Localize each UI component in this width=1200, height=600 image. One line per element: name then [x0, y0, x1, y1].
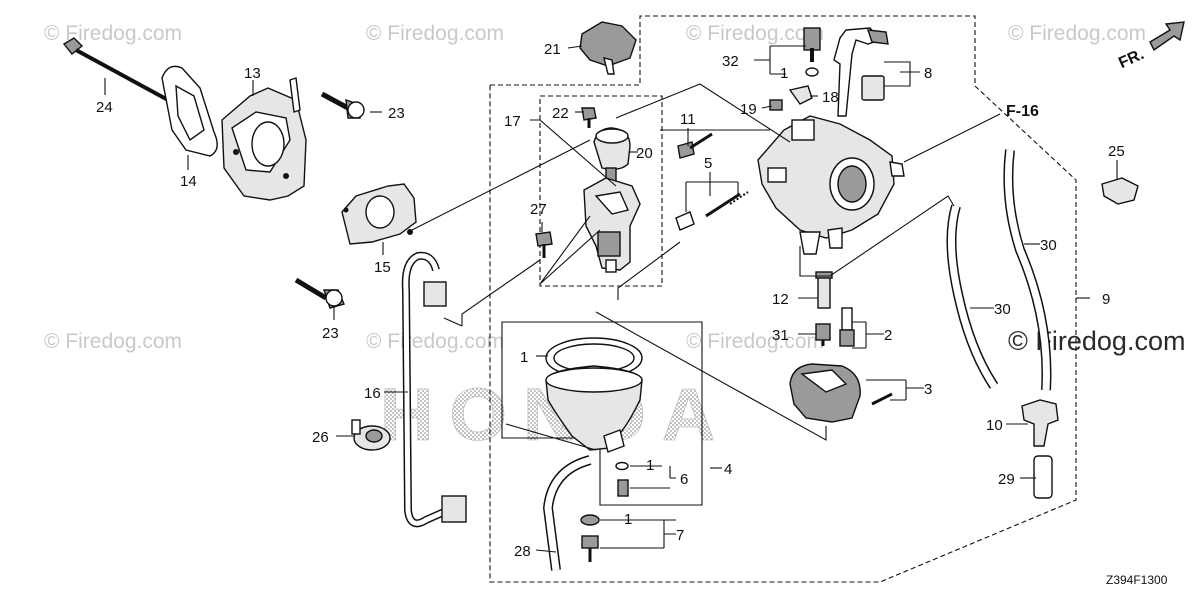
callout-1-bottom: 1	[624, 511, 632, 528]
callout-24: 24	[96, 99, 113, 116]
callout-26: 26	[312, 429, 329, 446]
callout-30-right: 30	[1040, 237, 1057, 254]
callout-27: 27	[530, 201, 547, 218]
part-28-drain-tube[interactable]	[542, 455, 592, 571]
callout-8: 8	[924, 65, 932, 82]
callout-17: 17	[504, 113, 521, 130]
callout-7: 7	[676, 527, 684, 544]
part-24-long-bolt[interactable]	[62, 37, 169, 102]
part-17-auto-choke-body[interactable]	[583, 177, 641, 273]
watermark-text: © Firedog.com	[44, 22, 183, 45]
part-5-jet-set[interactable]	[675, 191, 749, 231]
callout-10: 10	[986, 417, 1003, 434]
part-26-clip[interactable]	[351, 419, 391, 451]
part-6-drain-screw[interactable]	[617, 479, 629, 497]
callout-12: 12	[772, 291, 789, 308]
callout-15: 15	[374, 259, 391, 276]
part-31-jet[interactable]	[815, 323, 831, 346]
callout-1-drain: 1	[646, 457, 654, 474]
part-22-screw[interactable]	[581, 107, 597, 128]
group-box-17	[539, 95, 663, 287]
callout-28: 28	[514, 543, 531, 560]
part-4-float-chamber[interactable]	[545, 365, 643, 453]
callout-9: 9	[1102, 291, 1110, 308]
part-1-washer-bottom[interactable]	[580, 514, 600, 526]
callout-6: 6	[680, 471, 688, 488]
part-16-breather-tube[interactable]	[401, 251, 467, 528]
callout-5: 5	[704, 155, 712, 172]
ref-f16: F-16	[1006, 103, 1039, 120]
part-13-carb-insulator[interactable]	[221, 77, 307, 201]
part-20-solenoid[interactable]	[593, 127, 631, 183]
diagram-code: Z394F1300	[1106, 573, 1168, 587]
part-30-fuel-tube-short[interactable]	[946, 204, 999, 389]
part-1-bowl-gasket[interactable]	[545, 337, 643, 379]
watermark-text: © Firedog.com	[1008, 22, 1147, 45]
part-30-fuel-tube-long[interactable]	[1003, 149, 1052, 391]
fr-label: FR.	[1116, 46, 1146, 72]
part-11-screw[interactable]	[677, 132, 713, 159]
callout-18: 18	[822, 89, 839, 106]
callout-21: 21	[544, 41, 561, 58]
callout-30-left: 30	[994, 301, 1011, 318]
assembly-border	[489, 15, 1077, 583]
watermark-text: © Firedog.com	[686, 330, 825, 353]
part-8-choke-lever[interactable]	[833, 27, 889, 117]
callout-1-gasket: 1	[520, 349, 528, 366]
part-19-spring[interactable]	[769, 99, 783, 111]
watermark-text: © Firedog.com	[686, 22, 825, 45]
callout-4: 4	[724, 461, 732, 478]
callout-3: 3	[924, 381, 932, 398]
callout-11: 11	[680, 111, 696, 128]
part-27-screw[interactable]	[535, 231, 553, 258]
watermark-text: © Firedog.com	[1008, 326, 1186, 356]
front-direction-indicator: FR.	[1116, 21, 1185, 72]
callout-16: 16	[364, 385, 381, 402]
callout-22: 22	[552, 105, 569, 122]
front-arrow-icon	[1149, 21, 1185, 52]
callout-25: 25	[1108, 143, 1125, 160]
part-12-main-nozzle[interactable]	[815, 271, 833, 309]
part-7-screw[interactable]	[581, 535, 599, 562]
part-1-o-ring-top[interactable]	[805, 67, 819, 77]
part-14-insulator-gasket[interactable]	[161, 65, 218, 157]
callout-20: 20	[636, 145, 653, 162]
watermark-text: © Firedog.com	[366, 22, 505, 45]
part-10-tube-joint[interactable]	[1021, 399, 1059, 447]
part-2-float-valve[interactable]	[839, 307, 855, 347]
part-23-flange-bolt-top[interactable]	[320, 91, 365, 119]
part-25-tube-clip[interactable]	[1101, 177, 1139, 205]
callout-31: 31	[772, 327, 789, 344]
callout-19: 19	[740, 101, 757, 118]
callout-2: 2	[884, 327, 892, 344]
part-23-flange-bolt-bottom[interactable]	[294, 277, 345, 309]
callout-32: 32	[722, 53, 739, 70]
part-21-cap[interactable]	[579, 21, 637, 75]
watermark-text: © Firedog.com	[44, 330, 183, 353]
carburetor-body[interactable]	[757, 115, 905, 255]
part-18-link[interactable]	[788, 85, 813, 105]
callout-13: 13	[244, 65, 261, 82]
watermark-text: © Firedog.com	[366, 330, 505, 353]
leader-lines	[104, 45, 1118, 553]
part-1-washer-drain[interactable]	[615, 461, 629, 471]
part-32-pilot-screw[interactable]	[803, 27, 821, 62]
part-3-float[interactable]	[789, 363, 893, 423]
callout-numbers: 24 14 13 23 23 15 16 26 21 22 17 20 27 3…	[96, 41, 1125, 560]
callout-14: 14	[180, 173, 197, 190]
callout-29: 29	[998, 471, 1015, 488]
callout-23-bottom: 23	[322, 325, 339, 342]
callout-23-top: 23	[388, 105, 405, 122]
callout-1-top: 1	[780, 65, 788, 82]
part-29-tube-short[interactable]	[1033, 455, 1053, 499]
part-15-heat-plate[interactable]	[341, 183, 417, 245]
group-box-4	[501, 321, 703, 506]
